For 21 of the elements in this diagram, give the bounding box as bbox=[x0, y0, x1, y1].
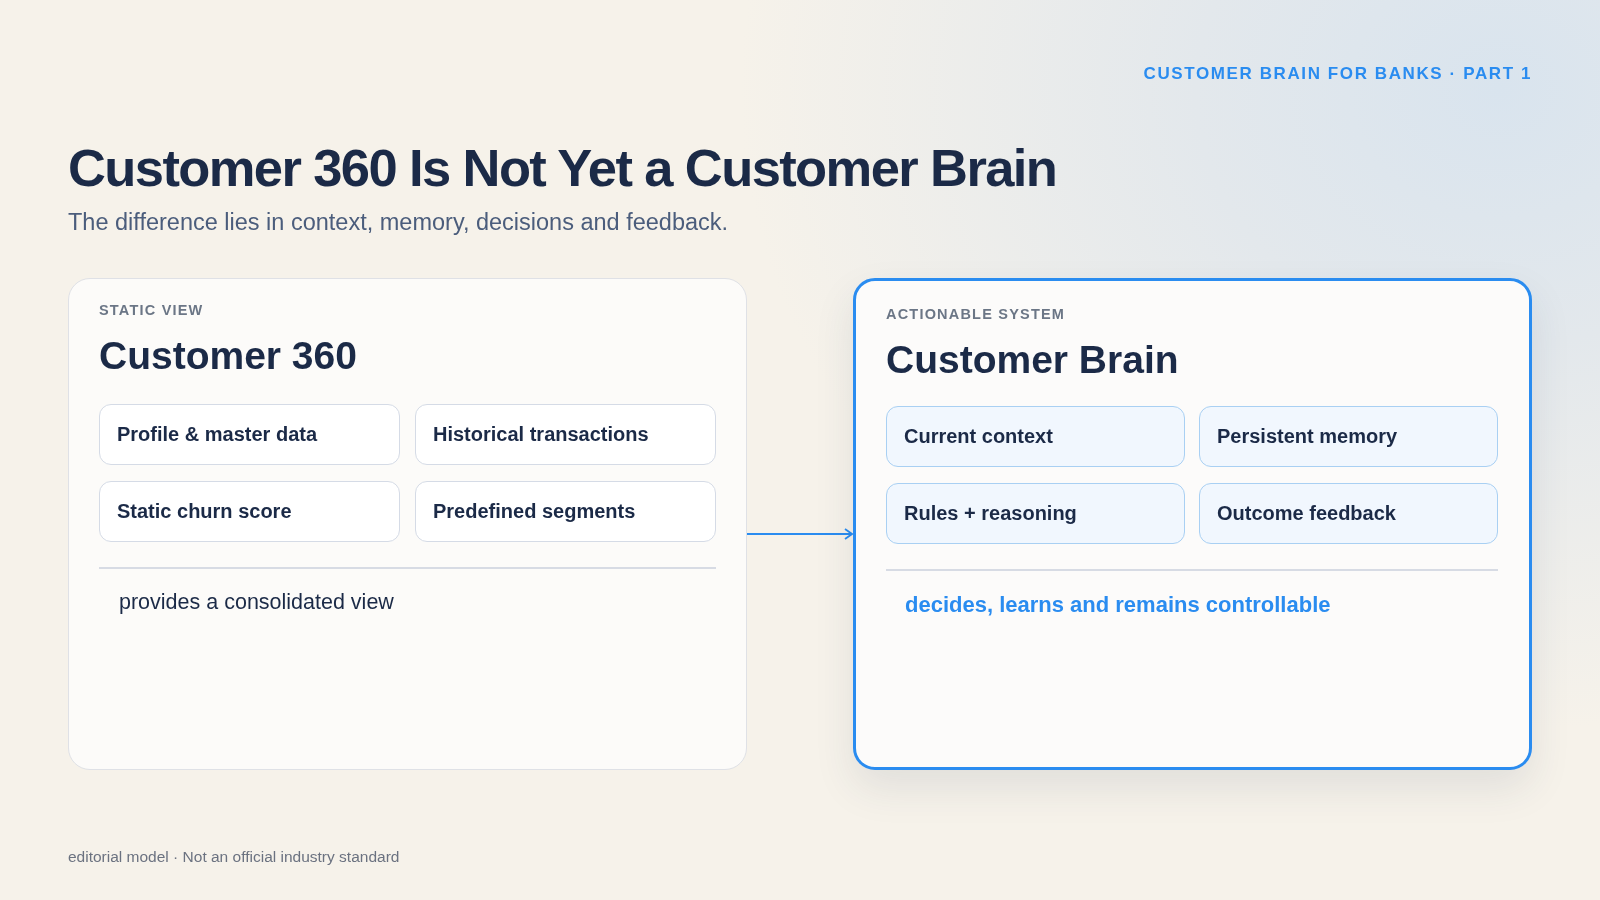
summary-text: provides a consolidated view bbox=[119, 589, 394, 615]
arrow bbox=[746, 528, 853, 540]
footnote: editorial model · Not an official industry standard bbox=[68, 847, 400, 866]
feature-card: Current context bbox=[886, 406, 1185, 467]
card-title: Customer Brain bbox=[886, 337, 1179, 383]
panel-card bbox=[68, 278, 747, 770]
subtitle: The difference lies in context, memory, decisions and feedback. bbox=[68, 208, 729, 236]
eyebrow-label: ACTIONABLE SYSTEM bbox=[886, 305, 1066, 323]
feature-card: Persistent memory bbox=[1199, 406, 1498, 467]
series-tag: CUSTOMER BRAIN FOR BANKS · PART 1 bbox=[1143, 63, 1532, 85]
panel-card bbox=[853, 278, 1532, 770]
feature-card: Predefined segments bbox=[415, 481, 716, 542]
feature-card: Profile & master data bbox=[99, 404, 400, 465]
feature-card: Static churn score bbox=[99, 481, 400, 542]
page-title: Customer 360 Is Not Yet a Customer Brain bbox=[68, 137, 1057, 199]
feature-card: Rules + reasoning bbox=[886, 483, 1185, 544]
feature-card: Historical transactions bbox=[415, 404, 716, 465]
summary-text: decides, learns and remains controllable bbox=[905, 592, 1331, 618]
feature-card: Outcome feedback bbox=[1199, 483, 1498, 544]
card-title: Customer 360 bbox=[99, 333, 357, 379]
eyebrow-label: STATIC VIEW bbox=[99, 301, 204, 319]
